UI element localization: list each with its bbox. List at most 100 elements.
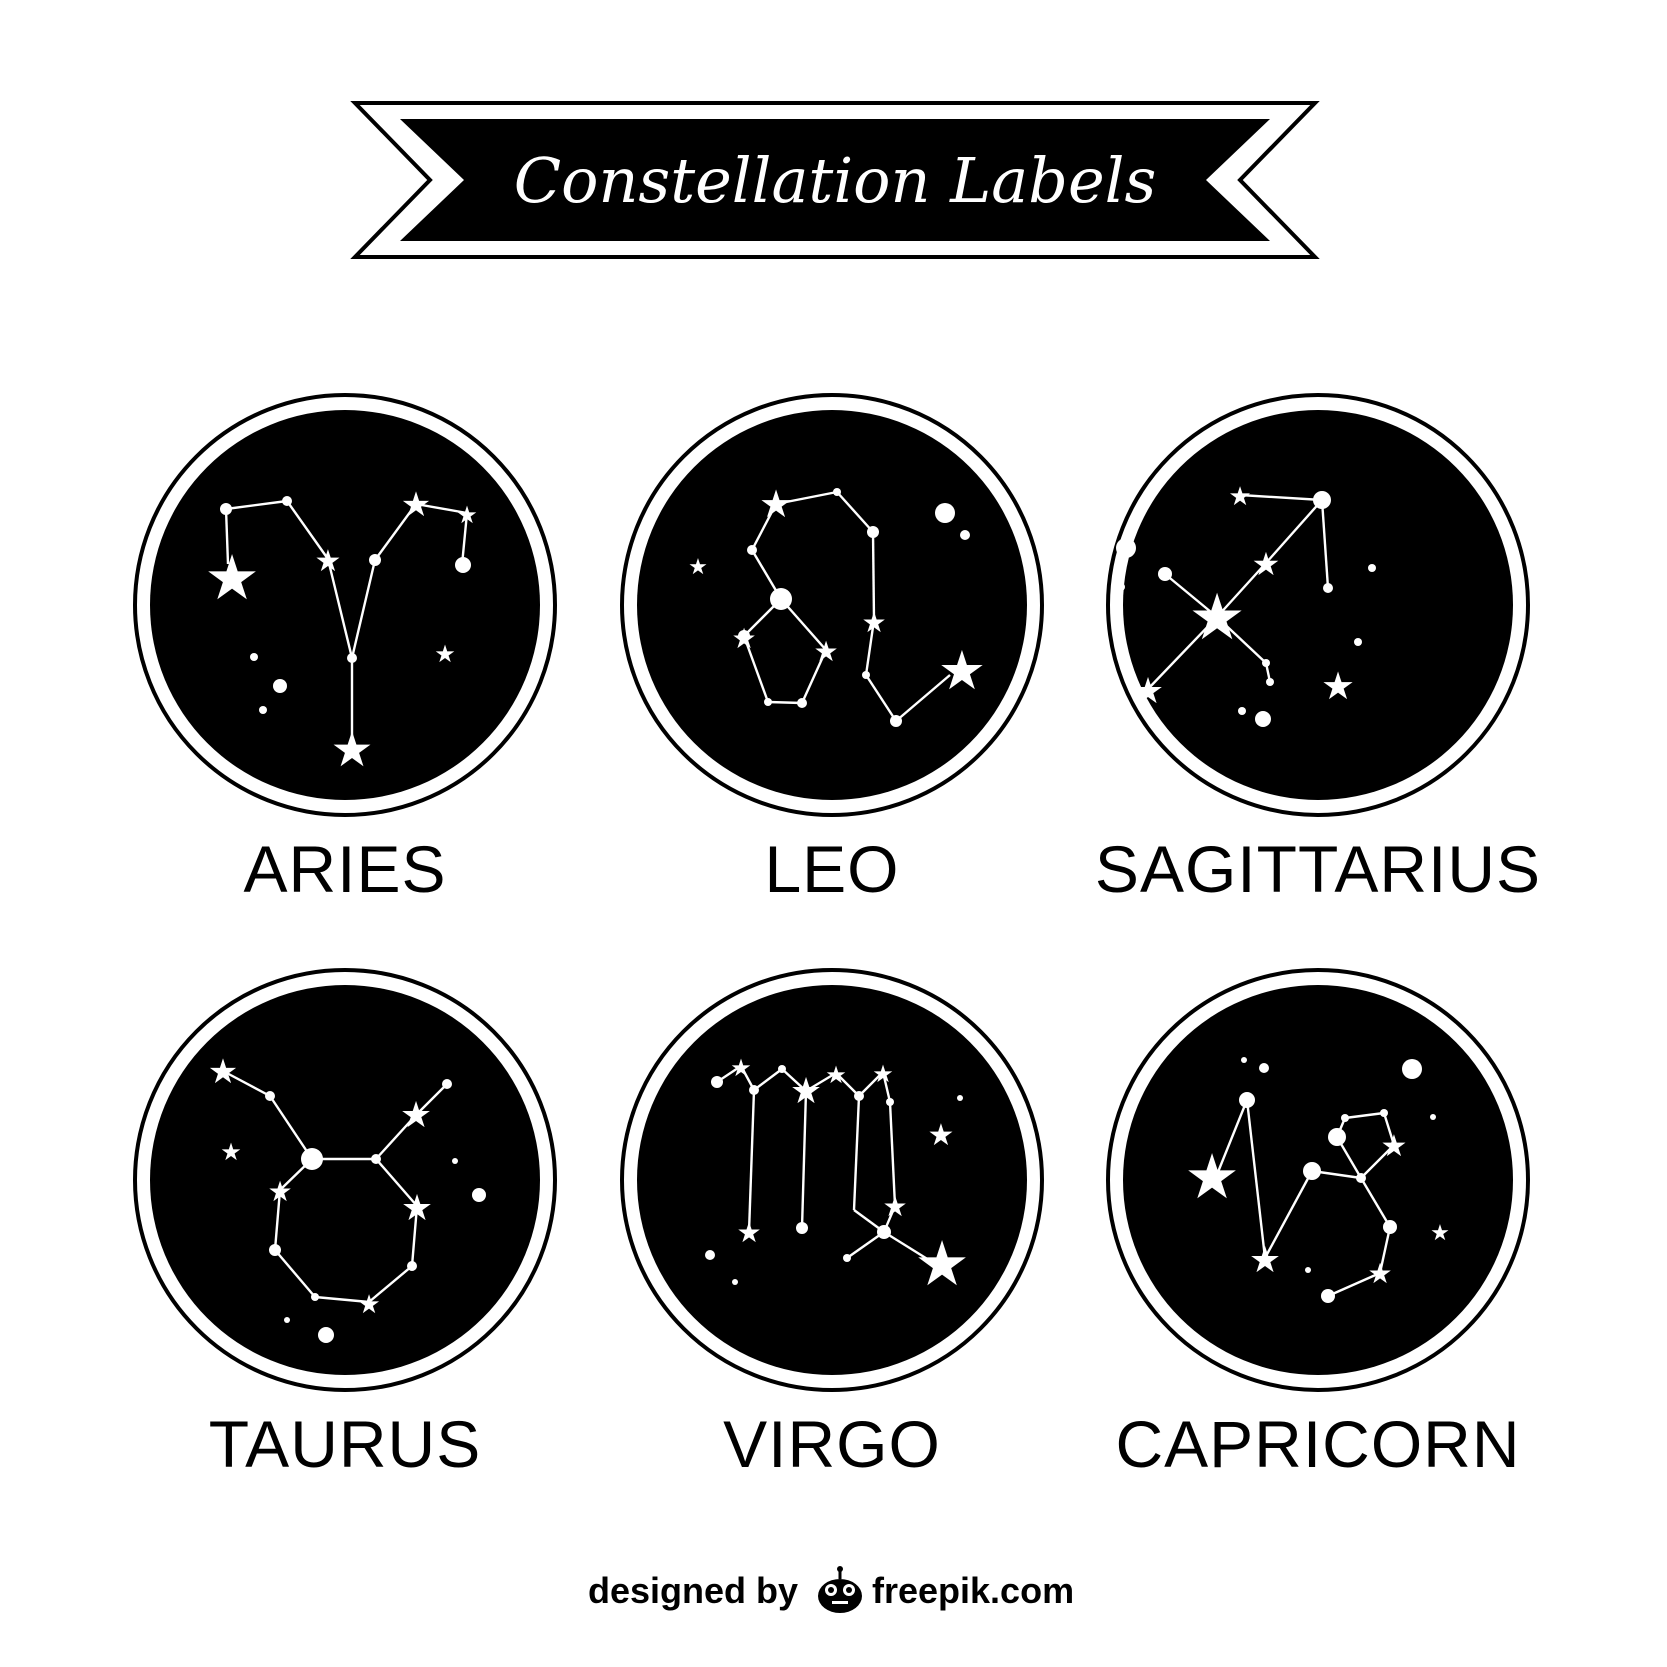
- star-icon: ★: [882, 1190, 907, 1223]
- star-dot: [282, 496, 292, 506]
- star-dot: [862, 671, 870, 679]
- star-dot: [890, 715, 902, 727]
- badge-disc: [150, 985, 540, 1375]
- star-dot: [371, 1154, 381, 1164]
- star-icon: ★: [790, 1071, 822, 1112]
- badge-disc: [637, 985, 1027, 1375]
- leo-constellation: ★ ★ ★ ★ ★ ★: [688, 482, 986, 727]
- star-dot: [749, 1085, 759, 1095]
- badge-disc: [1123, 985, 1513, 1375]
- star-dot: [265, 1091, 275, 1101]
- star-icon: ★: [938, 639, 986, 702]
- star-dot: [455, 557, 471, 573]
- star-dot: [311, 1293, 319, 1301]
- badge-label-virgo: VIRGO: [723, 1407, 941, 1481]
- star-icon: ★: [914, 1227, 970, 1300]
- star-icon: ★: [1367, 1257, 1392, 1290]
- badge-aries: ★ ★ ★ ★ ★ ★: [133, 393, 557, 817]
- star-dot: [1323, 583, 1333, 593]
- badge-label-aries: ARIES: [243, 832, 446, 906]
- star-icon: ★: [861, 606, 886, 639]
- star-dot: [407, 1261, 417, 1271]
- star-dot: [1303, 1162, 1321, 1180]
- star-icon: ★: [736, 1216, 761, 1249]
- star-dot: [770, 588, 792, 610]
- star-icon: ★: [330, 722, 373, 778]
- star-dot: [259, 706, 267, 714]
- star-dot: [843, 1254, 851, 1262]
- star-dot: [1383, 1220, 1397, 1234]
- star-dot: [957, 1095, 963, 1101]
- star-dot: [220, 503, 232, 515]
- star-dot: [369, 554, 381, 566]
- star-dot: [472, 1188, 486, 1202]
- star-icon: ★: [220, 1138, 242, 1166]
- star-dot: [796, 1222, 808, 1234]
- star-dot: [886, 1098, 894, 1106]
- star-dot: [1356, 1173, 1366, 1183]
- badge-label-taurus: TAURUS: [209, 1407, 481, 1481]
- star-dot: [1368, 564, 1376, 572]
- star-icon: ★: [315, 544, 342, 579]
- star-dot: [1238, 707, 1246, 715]
- virgo-constellation: ★ ★ ★ ★ ★ ★ ★ ★: [705, 1054, 970, 1300]
- star-dot: [284, 1317, 290, 1323]
- star-dot: [1266, 678, 1274, 686]
- star-dot: [960, 530, 970, 540]
- star-icon: ★: [401, 1188, 433, 1229]
- star-dot: [442, 1079, 452, 1089]
- star-dot: [854, 1091, 864, 1101]
- star-icon: ★: [1132, 671, 1164, 712]
- freepik-logo-icon: [818, 1566, 862, 1613]
- star-dot: [935, 503, 955, 523]
- star-dot: [1402, 1059, 1422, 1079]
- star-dot: [347, 653, 357, 663]
- star-icon: ★: [1188, 581, 1245, 655]
- star-icon: ★: [1249, 1240, 1281, 1281]
- star-dot: [778, 1065, 786, 1073]
- credit-line: designed by freepik.com: [588, 1566, 1074, 1613]
- star-dot: [1354, 638, 1362, 646]
- star-dot: [738, 630, 750, 642]
- star-dot: [833, 488, 841, 496]
- credit-prefix: designed by: [588, 1570, 798, 1611]
- star-icon: ★: [204, 541, 260, 614]
- badge-capricorn: ★ ★ ★ ★ ★: [1106, 968, 1530, 1392]
- star-icon: ★: [813, 635, 838, 668]
- star-dot: [1116, 538, 1136, 558]
- star-icon: ★: [401, 485, 431, 525]
- credit-brand: freepik.com: [872, 1570, 1074, 1611]
- star-dot: [732, 1279, 738, 1285]
- star-icon: ★: [731, 622, 756, 655]
- star-dot: [1255, 711, 1271, 727]
- aries-constellation: ★ ★ ★ ★ ★ ★: [204, 485, 478, 778]
- star-icon: ★: [1430, 1221, 1450, 1246]
- star-dot: [747, 545, 757, 555]
- sagittarius-constellation: ★ ★ ★ ★ ★: [1116, 482, 1376, 727]
- badge-disc: [637, 410, 1027, 800]
- star-dot: [301, 1148, 323, 1170]
- star-dot: [1430, 1114, 1436, 1120]
- badge-taurus: ★ ★ ★ ★ ★ ★: [133, 968, 557, 1392]
- star-dot: [250, 653, 258, 661]
- star-icon: ★: [208, 1052, 238, 1092]
- capricorn-constellation: ★ ★ ★ ★ ★: [1184, 1057, 1450, 1303]
- star-dot: [1158, 567, 1172, 581]
- star-icon: ★: [456, 501, 478, 529]
- badge-leo: ★ ★ ★ ★ ★ ★: [620, 393, 1044, 817]
- star-dot: [1262, 659, 1270, 667]
- star-icon: ★: [434, 640, 456, 668]
- star-icon: ★: [1228, 482, 1251, 512]
- star-dot: [1239, 1092, 1255, 1108]
- star-icon: ★: [400, 1095, 432, 1136]
- star-icon: ★: [730, 1054, 752, 1082]
- star-icon: ★: [872, 1060, 894, 1088]
- star-icon: ★: [759, 482, 793, 526]
- star-icon: ★: [267, 1175, 292, 1208]
- star-icon: ★: [688, 555, 708, 580]
- star-dot: [877, 1225, 891, 1239]
- title-banner: Constellation Labels: [350, 101, 1320, 259]
- taurus-constellation: ★ ★ ★ ★ ★ ★: [208, 1052, 486, 1343]
- star-icon: ★: [825, 1061, 847, 1089]
